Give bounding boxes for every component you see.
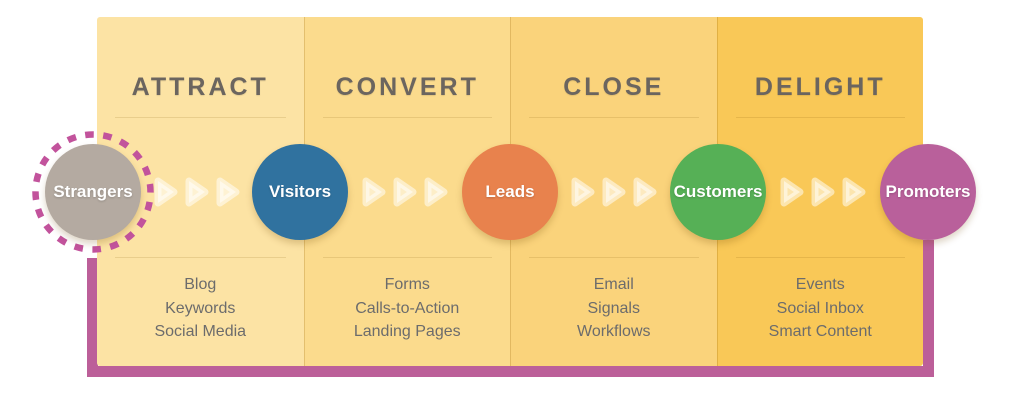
persona-label: Visitors (268, 182, 332, 201)
arrow-right-icon (780, 177, 804, 207)
tool-item: Social Inbox (776, 299, 864, 317)
arrow-right-icon (811, 177, 835, 207)
tool-item: Workflows (577, 323, 651, 340)
persona-visitors: Visitors (252, 144, 348, 240)
flow-arrows (154, 176, 240, 208)
tool-item: Keywords (165, 299, 236, 317)
funnel-frame-bottom (87, 366, 934, 377)
arrow-right-icon (216, 177, 239, 207)
arrow-right-icon (602, 177, 626, 207)
dashed-ring-icon (32, 131, 154, 253)
persona-customers: Customers (670, 144, 766, 240)
arrow-right-icon (362, 177, 386, 207)
persona-label: Leads (485, 182, 535, 201)
tools-divider (735, 257, 905, 258)
heading-divider (529, 117, 699, 118)
heading-divider (322, 117, 492, 118)
arrow-right-icon (424, 177, 448, 207)
persona-promoters: Promoters (880, 144, 976, 240)
persona-label: Customers (673, 182, 763, 201)
arrow-right-icon (571, 177, 595, 207)
arrow-right-icon (633, 177, 657, 207)
tool-item: Events (795, 276, 845, 293)
arrow-right-icon (842, 177, 866, 207)
tool-item: Blog (184, 276, 217, 293)
flow-arrows (362, 176, 448, 208)
tool-item: Calls-to-Action (355, 299, 460, 317)
funnel-frame-right (923, 240, 934, 377)
heading-divider (735, 117, 905, 118)
tool-item: Email (593, 276, 634, 293)
stage-heading: CLOSE (563, 73, 665, 101)
tools-divider (115, 257, 286, 258)
tool-item: Social Media (154, 323, 247, 340)
arrow-right-icon (154, 177, 177, 207)
tool-item: Signals (587, 299, 640, 317)
persona-strangers: Strangers (45, 144, 141, 240)
funnel-frame-left (87, 258, 98, 377)
stage-heading: DELIGHT (754, 73, 886, 101)
tool-item: Smart Content (768, 323, 872, 340)
stage-heading: ATTRACT (131, 73, 269, 101)
heading-divider (115, 117, 286, 118)
persona-leads: Leads (462, 144, 558, 240)
stage-heading: CONVERT (335, 73, 479, 101)
tool-item: Landing Pages (353, 323, 461, 340)
flow-arrows (780, 176, 866, 208)
tools-divider (322, 257, 492, 258)
arrow-right-icon (393, 177, 417, 207)
tool-item: Forms (384, 276, 430, 293)
arrow-right-icon (185, 177, 208, 207)
tools-divider (529, 257, 699, 258)
persona-label: Promoters (885, 182, 971, 201)
flow-arrows (571, 176, 657, 208)
persona-label: Strangers (53, 182, 133, 201)
